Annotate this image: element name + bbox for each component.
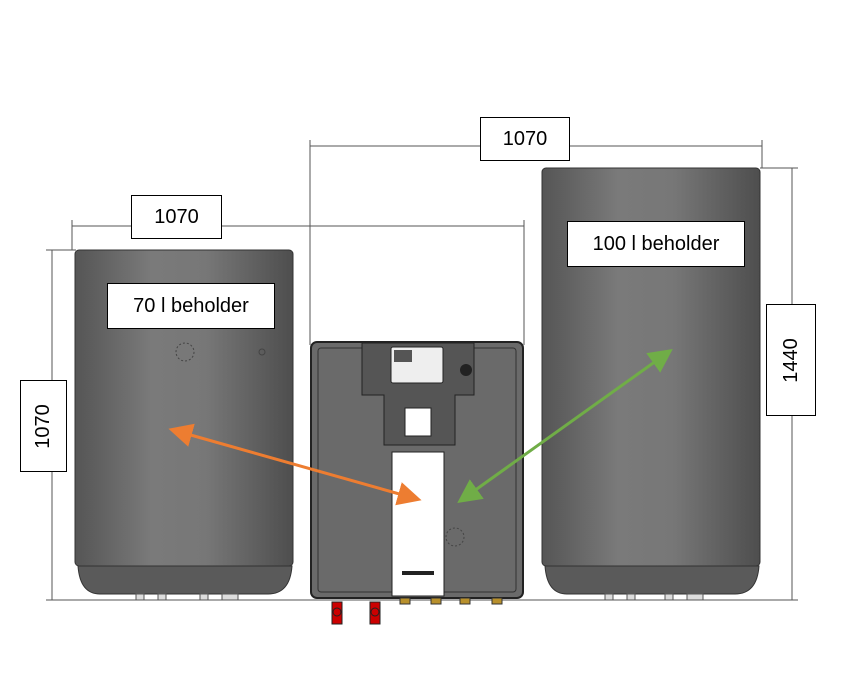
- gauge-icon: [460, 364, 472, 376]
- dimension-left-height: 1070: [20, 380, 67, 472]
- brand-logo: [402, 571, 434, 575]
- label-left-tank: 70 l beholder: [107, 283, 275, 329]
- valves: [331, 601, 381, 625]
- dimension-right-height: 1440: [766, 304, 816, 416]
- label-right-tank: 100 l beholder: [567, 221, 745, 267]
- dimension-left-width: 1070: [131, 195, 222, 239]
- heat-pump-unit: [310, 341, 524, 625]
- dimension-right-height-text: 1440: [779, 337, 802, 383]
- orange-arrow: [168, 423, 422, 506]
- dimension-top-width: 1070: [480, 117, 570, 161]
- green-arrow: [457, 349, 673, 503]
- dimension-left-height-text: 1070: [32, 403, 54, 449]
